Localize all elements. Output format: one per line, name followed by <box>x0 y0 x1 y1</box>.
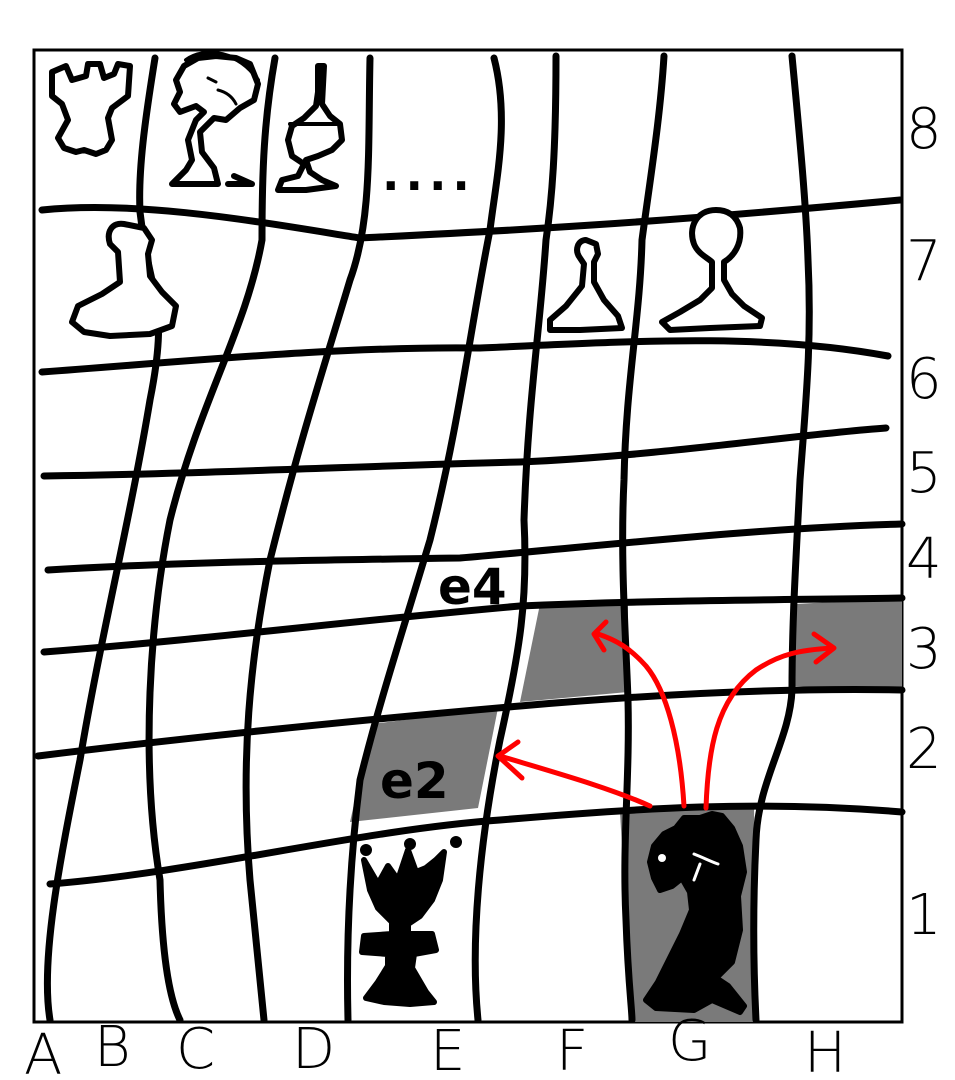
white-rook-icon[interactable] <box>49 61 133 157</box>
arrow-g1-f3 <box>591 619 687 809</box>
rank-label-1: 1 <box>906 883 942 948</box>
grid-line-v-f-g <box>619 52 668 1024</box>
file-label-d: D <box>292 1017 335 1080</box>
highlight-h3[interactable] <box>790 598 902 690</box>
ellipsis-d8: .... <box>382 147 476 201</box>
file-label-b: B <box>94 1015 131 1080</box>
arrow-g1-h3 <box>703 631 837 811</box>
grid-line-h-6-7 <box>38 337 892 376</box>
file-label-a: A <box>24 1023 62 1080</box>
rank-label-8: 8 <box>906 97 942 162</box>
file-label-h: H <box>804 1021 846 1080</box>
board-grid <box>34 52 906 1024</box>
arrow-g1-e2 <box>495 739 653 809</box>
square-label-e2: e2 <box>380 752 449 810</box>
square-label-e4: e4 <box>438 558 507 616</box>
pieces: .... <box>49 50 765 1015</box>
file-labels: A B C D E F G H <box>24 1009 846 1080</box>
white-pawn-icon[interactable] <box>659 207 765 333</box>
white-pawn-icon[interactable] <box>69 220 179 339</box>
rank-label-5: 5 <box>906 441 942 506</box>
rank-label-7: 7 <box>906 229 942 294</box>
move-arrows <box>495 619 837 811</box>
black-king-icon[interactable] <box>359 836 462 1007</box>
file-label-e: E <box>430 1019 465 1080</box>
white-knight-icon[interactable] <box>169 50 261 187</box>
grid-line-h-4-5 <box>44 520 906 574</box>
grid-line-v-a-b <box>43 54 163 1024</box>
grid-line-v-d-e <box>344 54 505 1024</box>
file-label-c: C <box>176 1017 215 1080</box>
rank-label-3: 3 <box>906 617 942 682</box>
rank-labels: 8 7 6 5 4 3 2 1 <box>906 97 942 948</box>
white-bishop-icon[interactable] <box>275 63 345 193</box>
highlight-e2[interactable] <box>350 708 498 822</box>
file-label-f: F <box>556 1019 588 1080</box>
grid-line-v-b-c <box>145 54 279 1024</box>
grid-line-v-g-h <box>750 52 813 1024</box>
white-pawn-icon[interactable] <box>547 237 625 333</box>
rank-label-4: 4 <box>906 527 942 592</box>
grid-line-v-e-f <box>471 52 560 1024</box>
rank-label-6: 6 <box>906 347 942 412</box>
file-label-g: G <box>668 1009 711 1074</box>
rank-label-2: 2 <box>906 717 942 782</box>
grid-line-v-c-d <box>242 54 374 1024</box>
black-knight-icon[interactable] <box>643 811 747 1015</box>
grid-line-h-1-2 <box>46 802 906 888</box>
